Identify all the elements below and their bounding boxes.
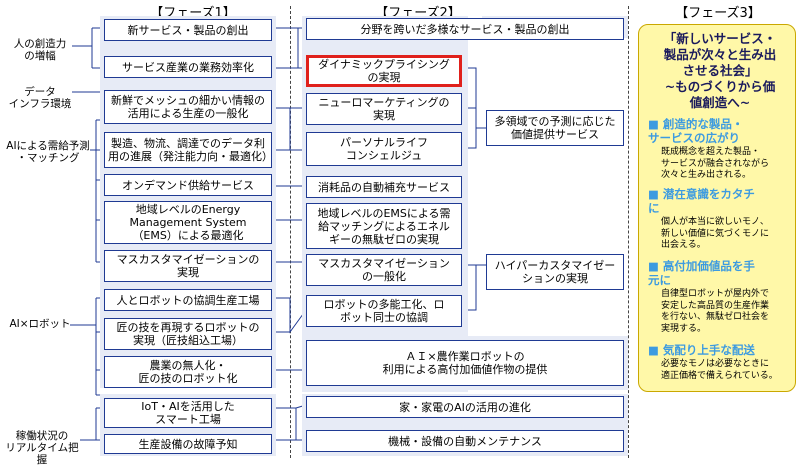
p2-dynamic-pricing: ダイナミックプライシング の実現	[306, 55, 462, 87]
category-data-infra: データ インフラ環境	[8, 86, 72, 110]
p2-multi-domain-forecast: 多領域での予測に応じた 価値提供サービス	[486, 110, 624, 146]
p1-fresh-info: 新鮮でメッシュの細かい情報の 活用による生産の一般化	[104, 90, 272, 124]
p2-agri-robot: ＡＩ×農作業ロボットの 利用による高付加価値作物の提供	[306, 340, 624, 386]
p2-mass-custom-general: マスカスタマイゼーション の一般化	[306, 254, 462, 286]
phase3-section-2-body: 個人が本当に欲しいモノ、 新しい価値に気づくモノに 出会える。	[661, 217, 770, 250]
p2-hyper-custom: ハイパーカスタマイゼー ションの実現	[486, 254, 624, 290]
p1-service-efficiency: サービス産業の業務効率化	[104, 56, 272, 78]
category-ai-forecast: AIによる需給予測 ・マッチング	[6, 140, 90, 164]
phase3-section-3-heading: ■ 高付加価値品を手 元に	[648, 259, 755, 287]
phase3-section-1-heading: ■ 創造的な製品・ サービスの広がり	[648, 117, 744, 145]
phase-divider-1	[290, 6, 291, 458]
p1-new-services: 新サービス・製品の創出	[104, 19, 272, 41]
phase3-section-4-body: 必要なモノは必要なときに 適正価格で備えられている。	[661, 359, 778, 381]
p1-on-demand: オンデマンド供給サービス	[104, 174, 272, 196]
p1-mass-custom: マスカスタマイゼーションの 実現	[104, 250, 272, 282]
p2-ems-matching: 地域レベルのEMSによる需 給マッチングによるエネル ギーの無駄ゼロの実現	[306, 203, 462, 249]
phase3-section-2-heading: ■ 潜在意識をカタチ に	[648, 187, 755, 215]
p1-data-usage: 製造、物流、調達でのデータ利 用の進展（発注能力向・最適化）	[104, 132, 273, 168]
phase3-section-3-body: 自律型ロボットが屋内外で 安定した高品質の生産作業 を行ない、無駄ゼロ社会を 実…	[661, 289, 770, 334]
p2-cross-domain: 分野を跨いだ多様なサービス・製品の創出	[306, 18, 624, 40]
p1-failure-prediction: 生産設備の故障予知	[104, 434, 272, 454]
phase3-section-1-body: 既成概念を超えた製品・ サービスが融合されながら 次々と生み出される。	[661, 147, 770, 180]
p2-auto-maintenance: 機械・設備の自動メンテナンス	[306, 430, 624, 452]
p1-smart-factory: IoT・AIを活用した スマート工場	[104, 398, 272, 428]
category-ai-robot: AI×ロボット	[9, 318, 71, 330]
p1-human-robot: 人とロボットの協調生産工場	[104, 289, 272, 311]
phase3-panel: 「新しいサービス・ 製品が次々と生み出 させる社会」 ~ものづくりから価 値創造…	[638, 24, 796, 392]
p1-craft-robot: 匠の技を再現するロボットの 実現（匠技組込工場）	[104, 318, 272, 350]
phase-divider-2	[628, 6, 629, 458]
phase3-section-4-heading: ■ 気配り上手な配送	[648, 343, 755, 357]
p2-home-ai: 家・家電のAIの活用の進化	[306, 396, 624, 418]
phase3-title: 「新しいサービス・ 製品が次々と生み出 させる社会」 ~ものづくりから価 値創造…	[663, 31, 777, 110]
p2-neuromarketing: ニューロマーケティングの 実現	[306, 93, 462, 125]
p1-agri: 農業の無人化・ 匠の技のロボット化	[104, 356, 272, 388]
p2-multi-skill-robot: ロボットの多能工化、ロ ボット同士の協調	[306, 295, 462, 327]
category-realtime: 稼働状況の リアルタイム把握	[5, 430, 79, 466]
category-creativity: 人の創造力 の増幅	[13, 38, 67, 62]
phase3-header: 【フェーズ3】	[675, 6, 761, 21]
p1-ems: 地域レベルのEnergy Management System （EMS）による最…	[104, 201, 272, 244]
p2-life-concierge: パーソナルライフ コンシェルジュ	[306, 132, 462, 166]
p2-auto-replenish: 消耗品の自動補充サービス	[306, 176, 462, 198]
